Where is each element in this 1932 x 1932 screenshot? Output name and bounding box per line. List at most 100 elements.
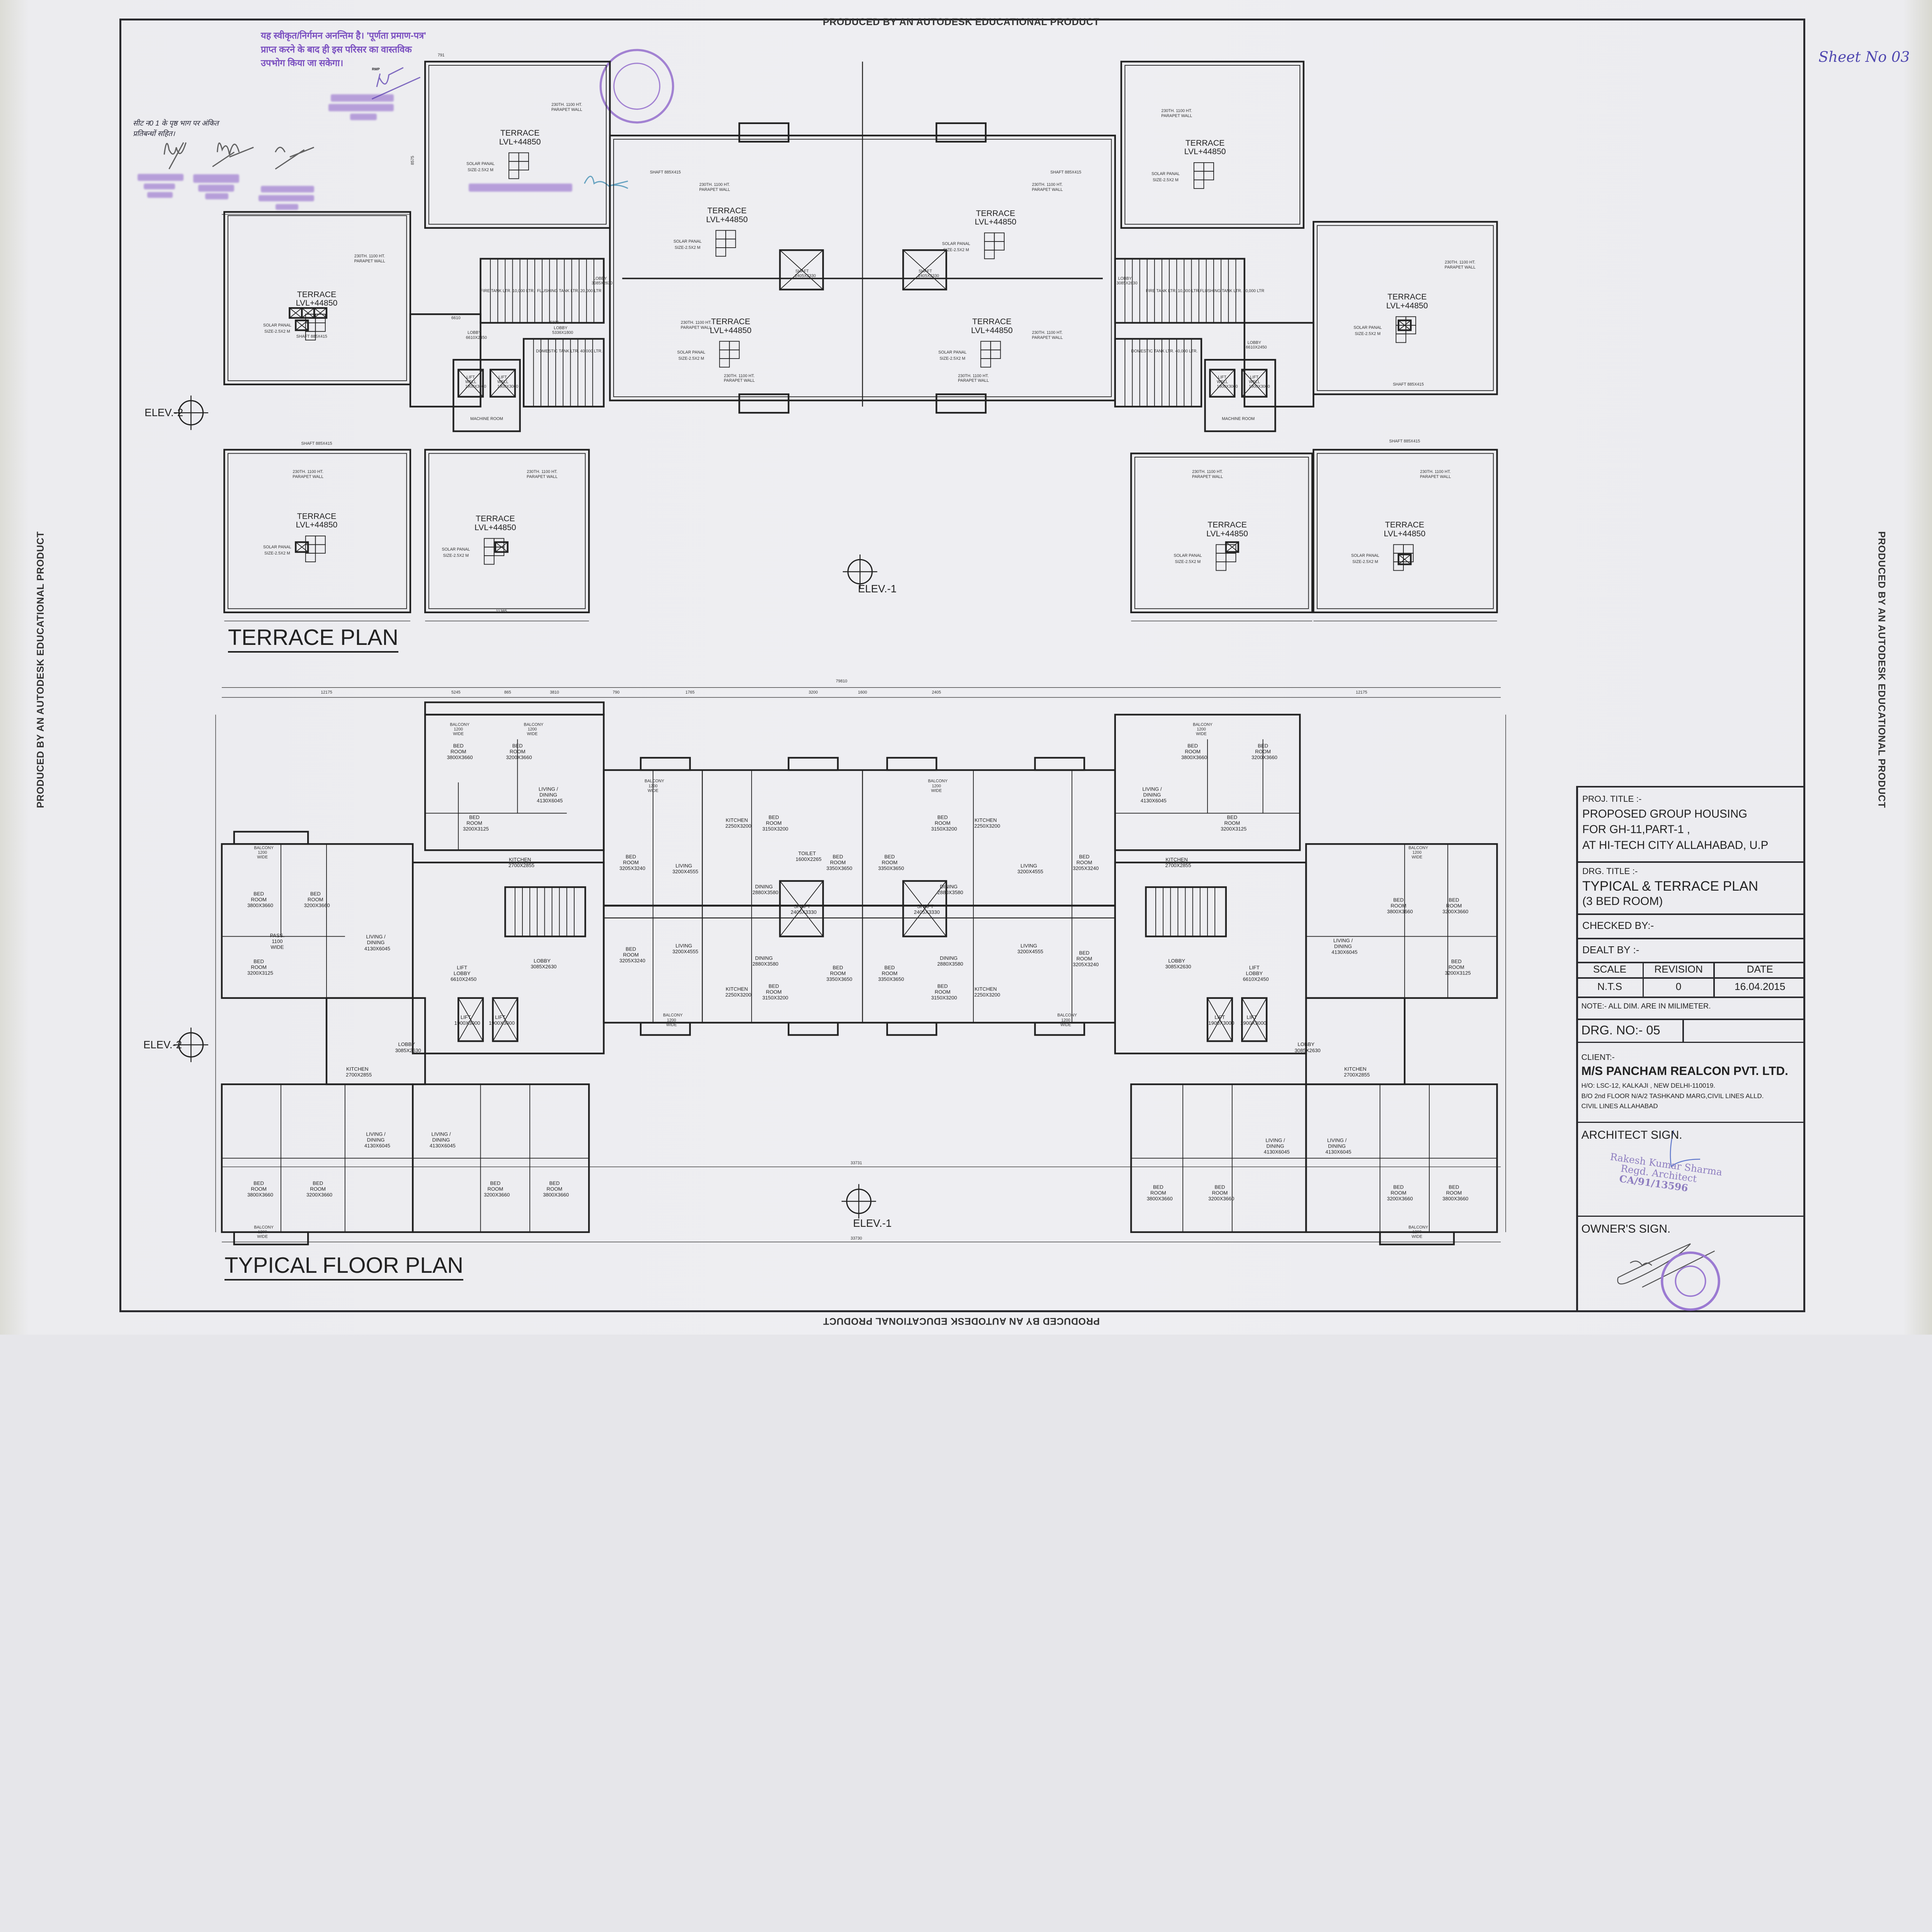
room-label: BED ROOM 3200X3660: [304, 891, 330, 908]
official-stamp-line: [350, 113, 377, 121]
room-label: BED ROOM 3800X3660: [1146, 1184, 1173, 1202]
solar-cell-icon: [1393, 561, 1404, 571]
balcony: [233, 831, 309, 845]
solar-cell-icon: [719, 341, 730, 350]
balcony: [639, 757, 691, 771]
unit-outline: [325, 997, 426, 1085]
dimension-label: 1765: [685, 690, 695, 695]
elevation-label: ELEV.-1: [858, 583, 897, 595]
parapet-label: PARAPET WALL: [680, 325, 712, 330]
shaft-label: SHAFT 885X415: [301, 441, 332, 446]
solar-panel-label: SOLAR PANAL: [1354, 325, 1382, 330]
terrace-label: TERRACE: [976, 208, 1015, 218]
architect-signature: [1670, 1130, 1701, 1168]
shaft-cross: [1242, 998, 1267, 1041]
room-label: LIVING 3200X4555: [1017, 943, 1043, 955]
solar-panel-size: SIZE-2.5X2 M: [1355, 332, 1381, 337]
balcony: [233, 1231, 309, 1245]
solar-cell-icon: [484, 546, 495, 556]
terrace-level: LVL+44850: [499, 137, 541, 146]
plan-drawing: [163, 49, 1720, 1311]
room-label: LIFT LOBBY 6610X2450: [1243, 964, 1269, 982]
parapet-label: PARAPET WALL: [724, 378, 755, 383]
parapet-label: 230TH. 1100 HT.: [1192, 469, 1223, 474]
room-label: BED ROOM 3205X3240: [1073, 950, 1099, 968]
solar-cell-icon: [984, 250, 995, 259]
room-label: DINING 2880X3580: [937, 884, 963, 896]
rwp-mark: RWP: [372, 67, 380, 71]
fire-tank-label: FIRE TANK LTR. 10,000 LTR.: [1146, 288, 1200, 293]
shaft-box: [779, 249, 824, 291]
room-label: BED ROOM 3205X3240: [619, 854, 646, 871]
solar-cell-icon: [484, 555, 495, 565]
balcony: [886, 757, 937, 771]
scale-header: SCALE: [1593, 963, 1626, 975]
shaft-cross: [903, 881, 947, 937]
lift-well-label: LIFT WELL 1900X3000: [465, 375, 486, 389]
room-label: BED ROOM 3150X3200: [762, 814, 788, 832]
shaft-cross: [458, 369, 483, 397]
terrace-block-inner: [227, 215, 407, 381]
dimension-label: 3200: [808, 690, 818, 695]
shaft-cross: [1226, 542, 1239, 553]
checked-by: CHECKED BY:-: [1582, 920, 1654, 932]
divider: [1576, 1019, 1805, 1020]
solar-cell-icon: [1203, 171, 1214, 180]
lobby-label: LOBBY 6610X2450: [1246, 340, 1267, 350]
balcony-label: BALCONY 1200 WIDE: [254, 1225, 274, 1239]
balcony: [886, 1022, 937, 1036]
signatures: [163, 49, 1720, 1311]
terrace-plan: [173, 61, 1498, 1219]
solar-cell-icon: [980, 358, 991, 368]
dimension-label: 2405: [932, 690, 941, 695]
shaft-cross: [314, 308, 327, 318]
client-address-line: CIVIL LINES ALLAHABAD: [1581, 1102, 1658, 1110]
unit-outline: [603, 769, 1116, 1024]
shaft-box: [902, 249, 947, 291]
room-label: BED ROOM 3800X3660: [247, 1180, 274, 1198]
solar-panel-size: SIZE-2.5X2 M: [468, 167, 493, 172]
staircase: [1114, 338, 1202, 408]
room-label: DINING 2880X3580: [752, 955, 779, 967]
terrace-level: LVL+44850: [1384, 529, 1426, 538]
client-address-line: H/O: LSC-12, KALKAJI , NEW DELHI-110019.: [1581, 1082, 1715, 1090]
official-stamp-line: [205, 193, 228, 200]
shaft-cross: [295, 320, 308, 331]
shaft-label: SHAFT 885X415: [1050, 170, 1082, 175]
solar-panel-label: SOLAR PANAL: [1151, 171, 1180, 176]
terrace-block: [1130, 452, 1313, 613]
room-label: SHAFT 2405X3330: [791, 903, 817, 915]
solar-cell-icon: [994, 241, 1005, 251]
parapet-label: PARAPET WALL: [958, 378, 989, 383]
room-label: BED ROOM 3205X3240: [619, 946, 646, 964]
solar-panel-label: SOLAR PANAL: [673, 239, 702, 244]
shaft-box: [313, 307, 328, 319]
terrace-block: [1313, 221, 1498, 395]
solar-cell-icon: [1225, 553, 1236, 563]
dimension-label: 865: [504, 690, 511, 695]
shaft-box: [489, 369, 516, 398]
staircase: [1145, 886, 1227, 937]
divider: [1576, 1215, 1805, 1217]
solar-panel-size: SIZE-2.5X2 M: [675, 245, 701, 250]
parapet-label: 230TH. 1100 HT.: [1444, 260, 1476, 265]
dimension-label: 8575: [410, 155, 415, 165]
divider: [1576, 997, 1805, 998]
solar-panel-size: SIZE-2.5X2 M: [443, 553, 469, 558]
staircase: [504, 886, 586, 937]
room-label: LIVING / DINING 4130X6045: [1140, 786, 1167, 804]
solar-cell-icon: [729, 349, 740, 359]
terrace-label: TERRACE: [711, 317, 750, 327]
solar-cell-icon: [719, 349, 730, 359]
room-label: BED ROOM 3200X3660: [506, 743, 532, 760]
official-stamp-line: [258, 195, 314, 202]
solar-panel-label: SOLAR PANAL: [1173, 553, 1202, 558]
room-label: LOBBY 3085X2630: [395, 1041, 421, 1053]
room-label: LIVING / DINING 4130X6045: [537, 786, 563, 804]
shaft-label: SHAFT 2405X3330: [918, 269, 939, 278]
terrace-block-inner: [1316, 225, 1494, 391]
unit-outline: [1114, 714, 1301, 851]
parapet-label: PARAPET WALL: [699, 187, 730, 192]
date-header: DATE: [1747, 963, 1773, 975]
proj-title-label: PROJ. TITLE :-: [1582, 794, 1642, 804]
